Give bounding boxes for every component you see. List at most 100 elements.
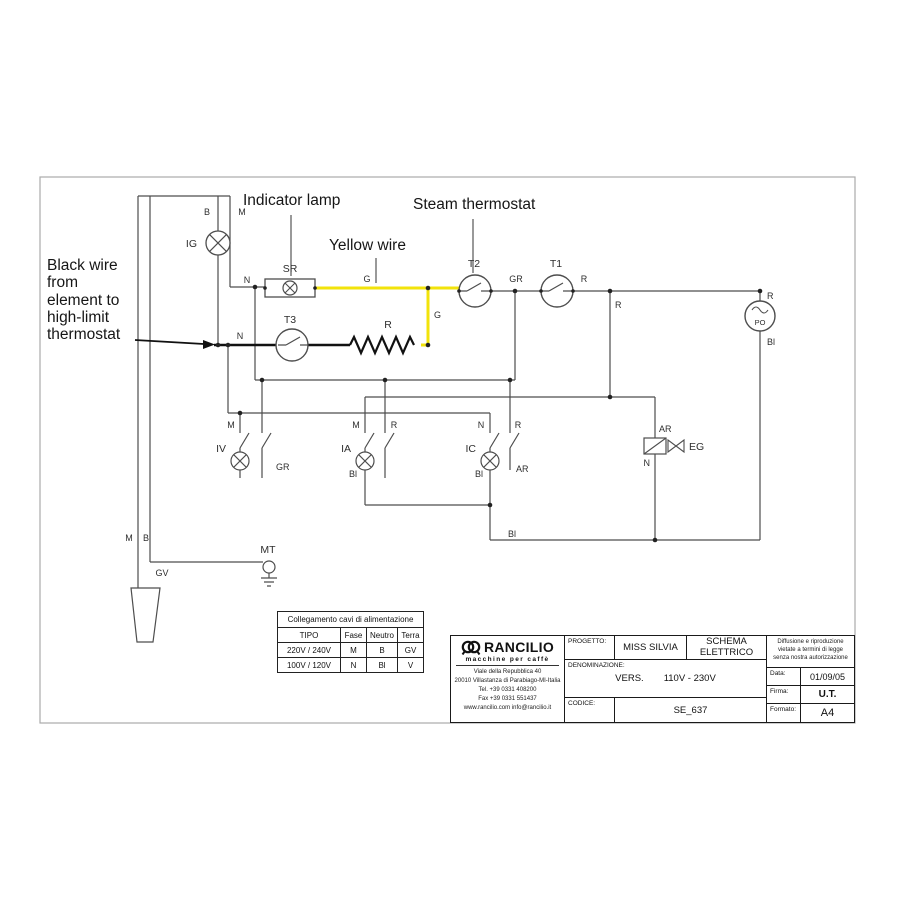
cell-fase: N xyxy=(340,657,367,673)
label-r-down: R xyxy=(615,300,622,310)
divider xyxy=(455,665,560,666)
label-ic-n: N xyxy=(478,420,485,430)
col-header-tipo: TIPO xyxy=(277,627,341,643)
black-wire-path xyxy=(134,334,415,356)
title-block: RANCILIO macchine per caffè Viale della … xyxy=(450,635,855,723)
schema-title: SCHEMA ELETTRICO xyxy=(699,635,754,658)
symbols xyxy=(130,230,776,643)
brand-address: Viale della Repubblica 40 20010 Villasta… xyxy=(455,668,561,713)
data-label: Data: xyxy=(767,668,801,685)
cell-fase: M xyxy=(340,642,367,658)
vers-label: VERS. xyxy=(615,673,644,684)
label-ic-bl: Bl xyxy=(475,469,483,479)
label-ig: IG xyxy=(186,238,197,250)
title-block-middle: PROGETTO: MISS SILVIA SCHEMA ELETTRICO D… xyxy=(565,636,767,722)
label-ia-r: R xyxy=(391,420,398,430)
codice-label: CODICE: xyxy=(565,698,615,722)
mt-earth-symbol xyxy=(262,560,276,574)
address-line: Viale della Repubblica 40 xyxy=(473,669,542,675)
label-g-horizontal: G xyxy=(363,274,370,284)
label-ia-m: M xyxy=(352,420,360,430)
label-n-bus: N xyxy=(244,275,251,285)
label-sr: SR xyxy=(283,263,298,275)
label-eg: EG xyxy=(689,441,704,453)
label-po-r: R xyxy=(767,291,774,301)
black-wire-arrowhead xyxy=(203,340,215,349)
cable-table-title: Collegamento cavi di alimentazione xyxy=(277,611,424,628)
label-iv-m: M xyxy=(227,420,235,430)
label-ic-ar: AR xyxy=(516,464,529,474)
eg-valve-symbol xyxy=(667,438,677,454)
label-eg-n: N xyxy=(644,458,651,468)
black-wire-arrow xyxy=(134,339,205,345)
address-line: Fax +39 0331 551437 xyxy=(478,696,537,702)
address-line: www.rancilio.com info@rancilio.it xyxy=(463,705,552,711)
rancilio-emblem-icon xyxy=(461,640,481,655)
wires xyxy=(137,195,761,588)
firma-value: U.T. xyxy=(818,689,837,700)
address-line: 20010 Villastanza di Parabiago-MI-Italia xyxy=(454,678,561,684)
cell-voltage: 220V / 240V xyxy=(277,642,341,658)
copyright-notice: Diffusione e riproduzione vietate a term… xyxy=(767,636,854,668)
label-g-vertical: G xyxy=(434,310,441,320)
brand-panel: RANCILIO macchine per caffè Viale della … xyxy=(451,636,565,722)
resistor-symbol xyxy=(349,334,415,356)
brand-tagline: macchine per caffè xyxy=(465,656,550,663)
address-line: Tel. +39 0331 408200 xyxy=(478,687,537,693)
label-ic: IC xyxy=(466,443,477,455)
annotation-yellow-wire: Yellow wire xyxy=(329,237,406,254)
label-po-bl: Bl xyxy=(767,337,775,347)
label-r-resistor: R xyxy=(384,319,392,331)
table-row: 100V / 120V N Bl V xyxy=(277,657,424,673)
label-t2: T2 xyxy=(468,258,480,270)
brand-name: RANCILIO xyxy=(483,639,555,655)
label-bl-return: Bl xyxy=(508,529,516,539)
cell-voltage: 100V / 120V xyxy=(277,657,341,673)
codice-value: SE_637 xyxy=(673,704,708,716)
progetto-label: PROGETTO: xyxy=(565,636,615,659)
progetto-value: MISS SILVIA xyxy=(615,636,687,659)
power-plug-symbol xyxy=(130,587,161,643)
schematic-labels: IG B M N SR G G T2 T1 GR R R PO R Bl T3 … xyxy=(125,207,775,578)
cell-terra: V xyxy=(397,657,424,673)
col-header-fase: Fase xyxy=(340,627,367,643)
label-b-cable: B xyxy=(143,533,149,543)
denominazione-value: 110V - 230V xyxy=(663,673,716,684)
label-ia-bl: Bl xyxy=(349,469,357,479)
label-gr-mid: GR xyxy=(509,274,523,284)
data-value: 01/09/05 xyxy=(809,671,846,682)
annotation-leaders xyxy=(290,215,474,283)
label-t3: T3 xyxy=(284,314,296,326)
denominazione-label: DENOMINAZIONE: xyxy=(568,662,625,669)
cell-neutro: B xyxy=(366,642,398,658)
power-cable-table: Collegamento cavi di alimentazione TIPO … xyxy=(277,611,424,673)
cell-terra: GV xyxy=(397,642,424,658)
label-m-top: M xyxy=(238,207,246,217)
table-row: 220V / 240V M B GV xyxy=(277,642,424,658)
formato-label: Formato: xyxy=(767,704,801,722)
label-ic-r: R xyxy=(515,420,522,430)
label-eg-ar: AR xyxy=(659,424,672,434)
cell-neutro: Bl xyxy=(366,657,398,673)
label-m-cable: M xyxy=(125,533,133,543)
col-header-neutro: Neutro xyxy=(366,627,398,643)
label-iv-gr: GR xyxy=(276,462,290,472)
title-block-right: Diffusione e riproduzione vietate a term… xyxy=(767,636,854,722)
label-b-top: B xyxy=(204,207,210,217)
col-header-terra: Terra xyxy=(397,627,424,643)
label-mt: MT xyxy=(260,544,276,556)
label-n-t3: N xyxy=(237,331,244,341)
label-iv: IV xyxy=(216,443,226,455)
annotation-black-wire: Black wire from element to high-limit th… xyxy=(47,257,121,344)
firma-label: Firma: xyxy=(767,686,801,703)
label-po: PO xyxy=(755,318,766,327)
junction-dots xyxy=(215,284,763,543)
label-ia: IA xyxy=(341,443,351,455)
label-t1: T1 xyxy=(550,258,562,270)
cable-table-header-row: TIPO Fase Neutro Terra xyxy=(277,627,424,643)
formato-value: A4 xyxy=(820,707,835,719)
label-r-mid: R xyxy=(581,274,588,284)
annotation-indicator-lamp: Indicator lamp xyxy=(243,192,341,209)
diagram-frame xyxy=(39,176,856,724)
